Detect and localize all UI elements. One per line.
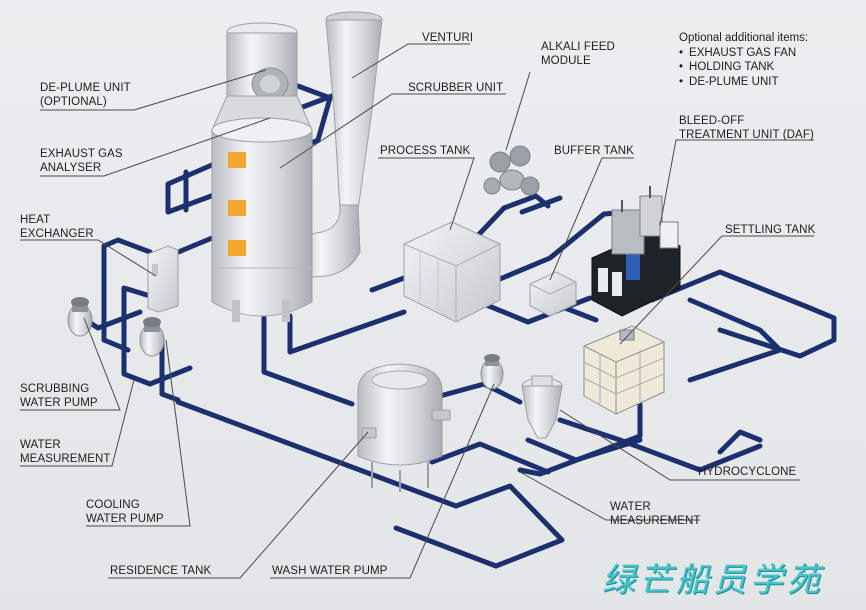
pipe-long-diagonal: [175, 399, 565, 569]
analyser-port-1: [228, 152, 246, 168]
optional-item: DE-PLUME UNIT: [679, 75, 808, 90]
pipe-to-residence: [261, 315, 355, 407]
pipe-hydro-right: [557, 417, 763, 473]
pipe-hydro-lower: [525, 437, 643, 463]
buffer-tank: [529, 271, 577, 317]
leader-process-tank: [378, 157, 475, 231]
leader-bleed-off: [659, 139, 814, 227]
label-water-measurement-left: WATER MEASUREMENT: [20, 439, 111, 465]
label-residence-tank: RESIDENCE TANK: [110, 565, 212, 577]
leader-heat-exchanger: [20, 239, 157, 277]
optional-items-title: Optional additional items:: [679, 32, 809, 44]
scrubber-tower: [211, 22, 313, 322]
pipe-heat-exchanger-top: [101, 237, 153, 353]
watermark: 绿芒船员学苑: [602, 560, 824, 599]
label-settling-tank: SETTLING TANK: [725, 224, 816, 236]
scrubbing-water-pump: [67, 297, 93, 337]
cooling-water-pump: [139, 317, 165, 357]
pipe-daf-to-settling: [649, 269, 837, 359]
optional-item: EXHAUST GAS FAN: [679, 46, 808, 61]
leader-cooling-pump: [86, 339, 191, 527]
label-buffer-tank: BUFFER TANK: [554, 145, 634, 157]
pipe-alkali-side: [519, 195, 563, 215]
venturi: [299, 11, 383, 279]
hydrocyclone: [521, 375, 563, 439]
settling-tank: [583, 325, 665, 415]
leader-exhaust-gas-analyser: [40, 117, 271, 177]
leader-wash-water-pump: [270, 383, 495, 579]
pipe-alkali-to-process: [463, 193, 551, 251]
label-de-plume-unit: DE-PLUME UNIT (OPTIONAL): [40, 82, 131, 108]
pipe-scrubbing-pump: [83, 309, 143, 331]
label-water-measurement-right: WATER MEASUREMENT: [610, 501, 701, 527]
daf-unit: [591, 186, 681, 317]
residence-tank: [357, 363, 451, 492]
leader-scrubber-unit: [279, 93, 506, 169]
optional-items-list: EXHAUST GAS FAN HOLDING TANK DE-PLUME UN…: [679, 46, 808, 90]
leader-buffer-tank: [549, 157, 634, 281]
pipe-scrubber-to-process: [297, 93, 335, 111]
leader-lines: [20, 43, 814, 579]
leader-scrubbing-pump: [20, 317, 121, 411]
label-bleed-off-treatment-unit: BLEED-OFF TREATMENT UNIT (DAF): [679, 115, 814, 141]
leader-water-measurement-left: [20, 379, 135, 467]
pipe-residence-to-washpump: [437, 381, 523, 405]
label-scrubber-unit: SCRUBBER UNIT: [408, 82, 504, 94]
leader-hydrocyclone: [559, 409, 800, 481]
label-venturi: VENTURI: [422, 32, 474, 44]
alkali-feed-module: [483, 145, 540, 196]
leader-alkali-feed: [505, 71, 531, 151]
label-alkali-feed-module: ALKALI FEED MODULE: [541, 41, 615, 67]
label-scrubbing-water-pump: SCRUBBING WATER PUMP: [20, 383, 98, 409]
pipe-right-bottom: [717, 429, 763, 455]
analyser-port-2: [228, 200, 246, 216]
wash-water-pump: [480, 354, 504, 390]
pipe-scrubber-bottom: [287, 309, 407, 355]
label-process-tank: PROCESS TANK: [380, 145, 471, 157]
optional-item: HOLDING TANK: [679, 60, 808, 75]
pipe-right-loop: [687, 297, 783, 383]
leader-water-measurement-right: [519, 471, 700, 521]
label-wash-water-pump: WASH WATER PUMP: [272, 565, 388, 577]
pipe-residence-bottom: [429, 441, 551, 475]
leader-de-plume: [40, 69, 267, 111]
heat-exchanger: [147, 245, 179, 313]
leader-settling-tank: [619, 235, 814, 345]
leader-venturi: [351, 43, 470, 79]
label-hydrocyclone: HYDROCYCLONE: [698, 466, 797, 478]
pipe-left-upper: [165, 155, 231, 215]
leader-residence-tank: [108, 431, 369, 579]
process-tank: [403, 221, 501, 323]
optional-items-note: Optional additional items: EXHAUST GAS F…: [679, 31, 808, 89]
analyser-port-3: [228, 240, 246, 256]
label-exhaust-gas-analyser: EXHAUST GAS ANALYSER: [40, 148, 123, 174]
label-cooling-water-pump: COOLING WATER PUMP: [86, 499, 164, 525]
pipe-cooling-pump: [159, 335, 181, 403]
pipe-to-process-left: [369, 275, 407, 293]
label-heat-exchanger: HEAT EXCHANGER: [20, 214, 94, 240]
